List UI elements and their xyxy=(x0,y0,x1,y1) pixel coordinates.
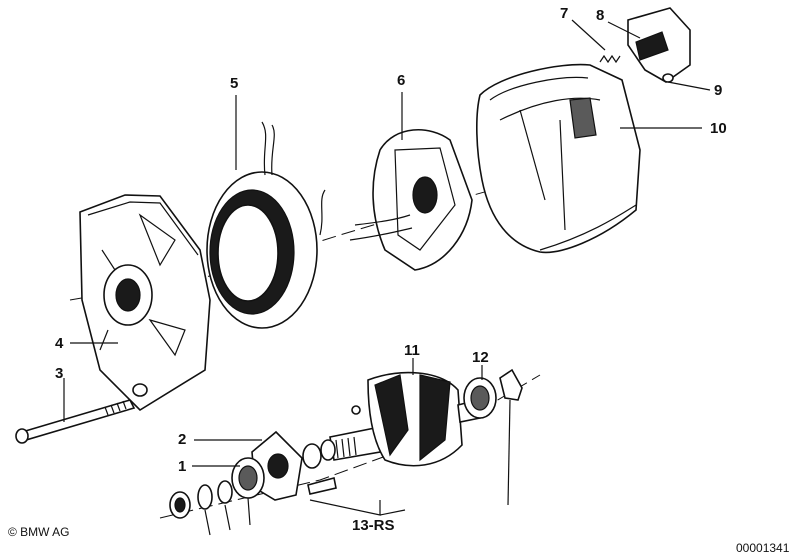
part-1-bearing xyxy=(231,457,265,499)
part-7-spring xyxy=(599,54,621,64)
callout-4: 4 xyxy=(55,335,64,352)
part-10-drive-end-housing xyxy=(476,63,641,254)
callout-3: 3 xyxy=(55,365,63,382)
callout-2: 2 xyxy=(178,431,186,448)
callout-9: 9 xyxy=(714,82,722,99)
callout-1: 1 xyxy=(178,458,186,475)
part-6-rectifier xyxy=(349,129,473,271)
end-spacer xyxy=(499,368,523,401)
callout-6: 6 xyxy=(397,72,405,89)
copyright-text: © BMW AG xyxy=(8,525,70,539)
diagram-number: 00001341 xyxy=(736,541,790,555)
part-4-end-housing xyxy=(79,194,211,412)
callout-11: 11 xyxy=(404,342,420,359)
part-3-bolt xyxy=(15,399,136,444)
callout-8: 8 xyxy=(596,7,604,24)
washers-and-nut xyxy=(169,405,361,519)
leader-lines xyxy=(63,19,711,536)
part-12-bearing xyxy=(463,377,497,419)
part-5-stator xyxy=(206,121,326,329)
part-11-rotor xyxy=(329,371,481,467)
callout-7: 7 xyxy=(560,5,568,22)
part-2-cover-plate xyxy=(251,430,303,501)
callout-13-rs: 13-RS xyxy=(352,517,395,534)
callout-5: 5 xyxy=(230,75,238,92)
callout-12: 12 xyxy=(472,349,489,366)
callout-10: 10 xyxy=(710,120,727,137)
part-8-9-regulator xyxy=(627,7,691,83)
